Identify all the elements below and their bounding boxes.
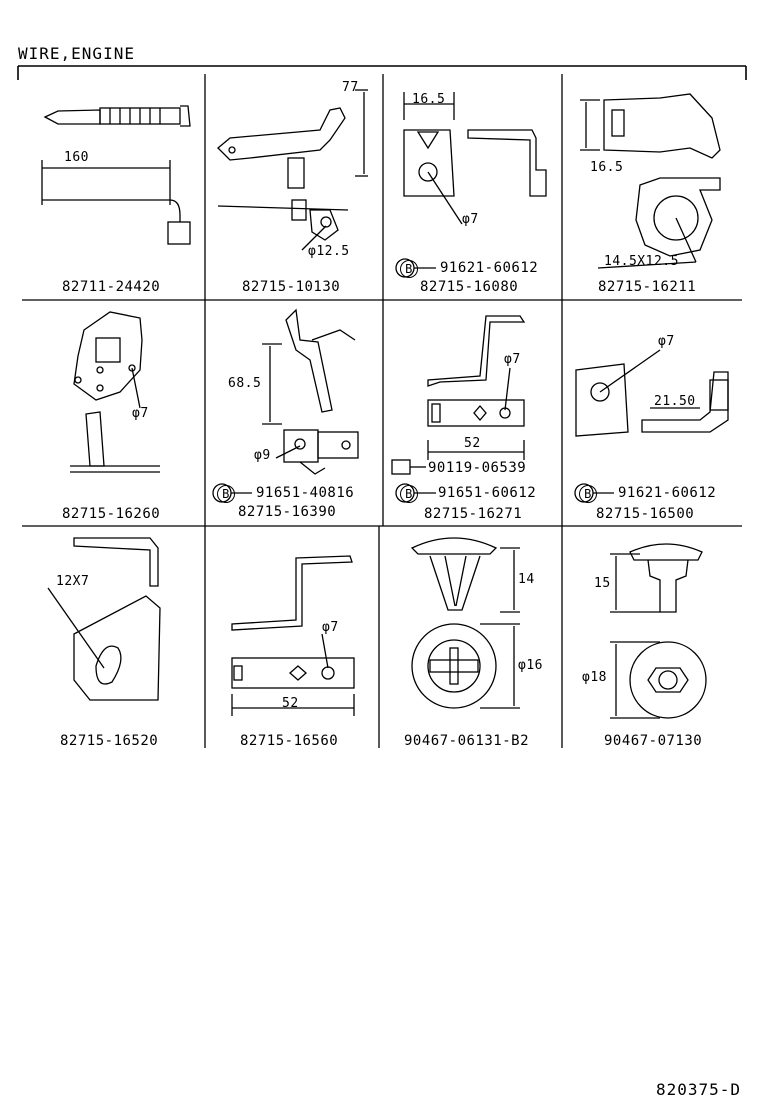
dimension-label: φ18 (582, 670, 607, 685)
part-number[interactable]: 82715-16500 (596, 506, 695, 522)
bolt-part-number[interactable]: 91651-40816 (256, 485, 355, 501)
part-number[interactable]: 82715-16390 (238, 504, 337, 520)
dimension-label: 160 (64, 150, 89, 165)
part-number[interactable]: 82715-16271 (424, 506, 523, 522)
part-number[interactable]: 82715-16211 (598, 279, 697, 295)
dimension-label: 52 (464, 436, 481, 451)
part-number[interactable]: 90467-06131-B2 (404, 733, 530, 749)
dimension-label: φ7 (322, 620, 339, 635)
bolt-part-number[interactable]: 91651-60612 (438, 485, 537, 501)
page-title: WIRE,ENGINE (18, 44, 135, 63)
dimension-label: 14.5X12.5 (604, 254, 679, 269)
dimension-label: φ7 (504, 352, 521, 367)
part-number[interactable]: 82715-16520 (60, 733, 159, 749)
part-drawing-82715-16390 (212, 308, 359, 503)
diagram-number: 820375-D (656, 1080, 742, 1099)
dimension-label: 68.5 (228, 376, 262, 391)
screw-part-number[interactable]: 90119-06539 (428, 460, 527, 476)
dimension-label: 16.5 (412, 92, 446, 107)
dimension-label: 14 (518, 572, 535, 587)
dimension-label: φ12.5 (308, 244, 350, 259)
part-number[interactable]: 82711-24420 (62, 279, 161, 295)
dimension-label: 12X7 (56, 574, 90, 589)
dimension-label: φ9 (254, 448, 271, 463)
dimension-label: 16.5 (590, 160, 624, 175)
part-number[interactable]: 82715-10130 (242, 279, 341, 295)
bolt-part-number[interactable]: 91621-60612 (618, 485, 717, 501)
part-drawing-90467-07130 (610, 543, 707, 719)
part-drawing-82715-16500 (574, 349, 729, 503)
bolt-marker: B (400, 485, 418, 503)
part-drawing-82715-16080 (395, 92, 547, 278)
part-number[interactable]: 82715-16560 (240, 733, 339, 749)
grid-lines (17, 65, 747, 748)
part-number[interactable]: 90467-07130 (604, 733, 703, 749)
dimension-label: φ7 (132, 406, 149, 421)
dimension-label: φ16 (518, 658, 543, 673)
part-drawing-82715-16260 (70, 311, 160, 473)
dimension-label: 77 (342, 80, 359, 95)
part-drawing-82715-16211 (580, 93, 721, 269)
part-number[interactable]: 82715-16080 (420, 279, 519, 295)
bolt-marker: B (579, 485, 597, 503)
bolt-marker: B (217, 485, 235, 503)
dimension-label: 52 (282, 696, 299, 711)
part-drawing-90467-06131-B2 (410, 537, 520, 709)
dimension-label: φ7 (462, 212, 479, 227)
part-drawing-82715-16520 (47, 537, 161, 701)
part-number[interactable]: 82715-16260 (62, 506, 161, 522)
dimension-label: φ7 (658, 334, 675, 349)
dimension-label: 15 (594, 576, 611, 591)
bolt-part-number[interactable]: 91621-60612 (440, 260, 539, 276)
dimension-label: 21.50 (654, 394, 696, 409)
bolt-marker: B (400, 260, 418, 278)
part-drawing-82715-16560 (231, 555, 355, 716)
part-drawing-82711-24420 (41, 105, 191, 245)
part-drawing-82715-10130 (217, 89, 368, 251)
